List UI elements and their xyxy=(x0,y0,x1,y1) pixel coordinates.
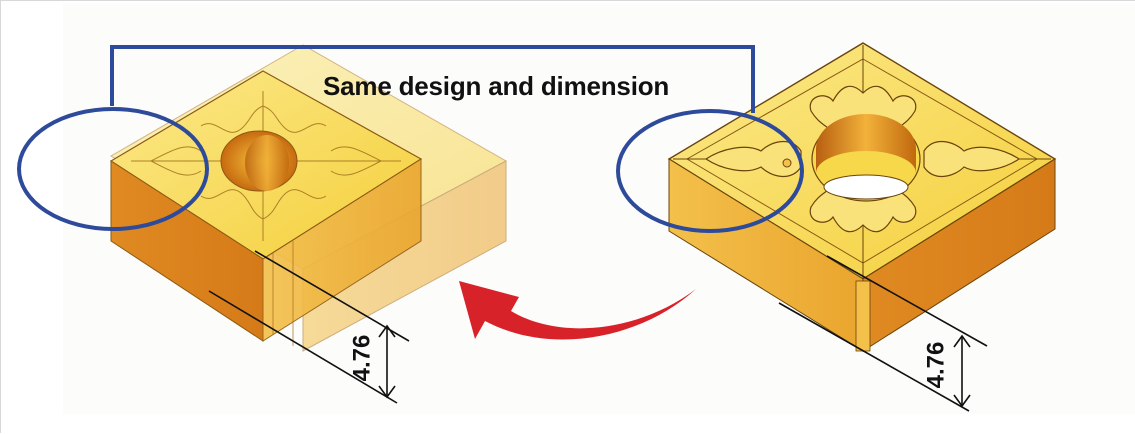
caption-text: Same design and dimension xyxy=(323,71,670,101)
left-insert xyxy=(109,44,508,404)
callout-bracket xyxy=(110,45,755,113)
left-dimension-lines xyxy=(208,250,410,404)
left-corner-highlight-ellipse xyxy=(17,107,209,231)
red-curved-arrow xyxy=(459,281,696,340)
right-insert xyxy=(667,42,1057,412)
right-dimension-lines xyxy=(778,255,988,412)
left-thickness-label: 4.76 xyxy=(348,334,376,382)
right-corner-highlight-ellipse xyxy=(616,109,804,233)
right-thickness-label: 4.76 xyxy=(922,341,950,389)
